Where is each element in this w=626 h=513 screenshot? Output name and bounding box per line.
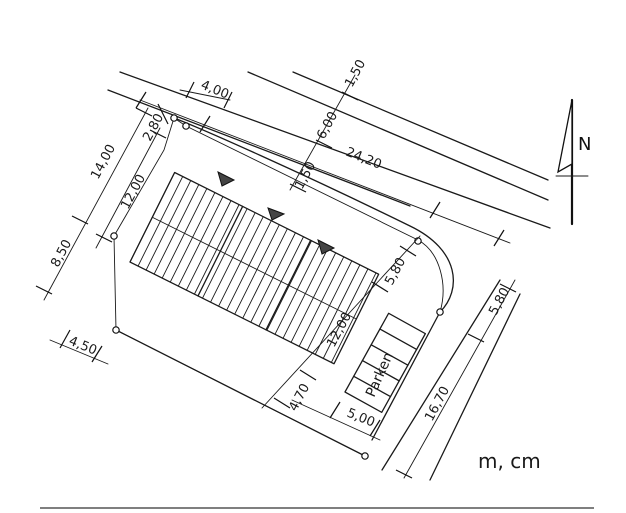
plot-boundary <box>110 114 454 460</box>
roof-direction-markers <box>217 171 336 255</box>
dim-5-00: 5,00 <box>345 406 377 431</box>
dim-1-50-mid: 1,50 <box>292 159 319 192</box>
dimension-lines <box>35 74 517 479</box>
dim-1-50-top: 1,50 <box>342 57 369 90</box>
dim-6-00: 6,00 <box>314 109 341 142</box>
dim-16-70: 16,70 <box>422 384 453 424</box>
north-arrow-label: N <box>578 134 591 155</box>
dim-4-70: 4,70 <box>286 381 313 414</box>
dim-8-50: 8,50 <box>48 237 75 270</box>
dim-14-00: 14,00 <box>88 142 119 182</box>
dim-4-50: 4,50 <box>67 334 99 359</box>
building-ridge-line <box>151 216 357 320</box>
dimension-labels: 4,00 1,50 14,00 2,80 6,00 24,20 12,00 1,… <box>48 57 513 430</box>
north-arrow: N <box>555 98 591 226</box>
dim-12-00-left: 12,00 <box>118 172 149 212</box>
units-label: m, cm <box>478 449 541 473</box>
street-lines <box>107 71 551 481</box>
dim-24-20: 24,20 <box>344 145 384 173</box>
dim-2-80: 2,80 <box>140 111 167 144</box>
dim-4-00: 4,00 <box>199 78 231 103</box>
parking-label: Parken <box>363 350 397 400</box>
building-footprint <box>129 171 380 365</box>
dim-5-80-a: 5,80 <box>382 255 409 288</box>
parking-area <box>344 312 427 414</box>
